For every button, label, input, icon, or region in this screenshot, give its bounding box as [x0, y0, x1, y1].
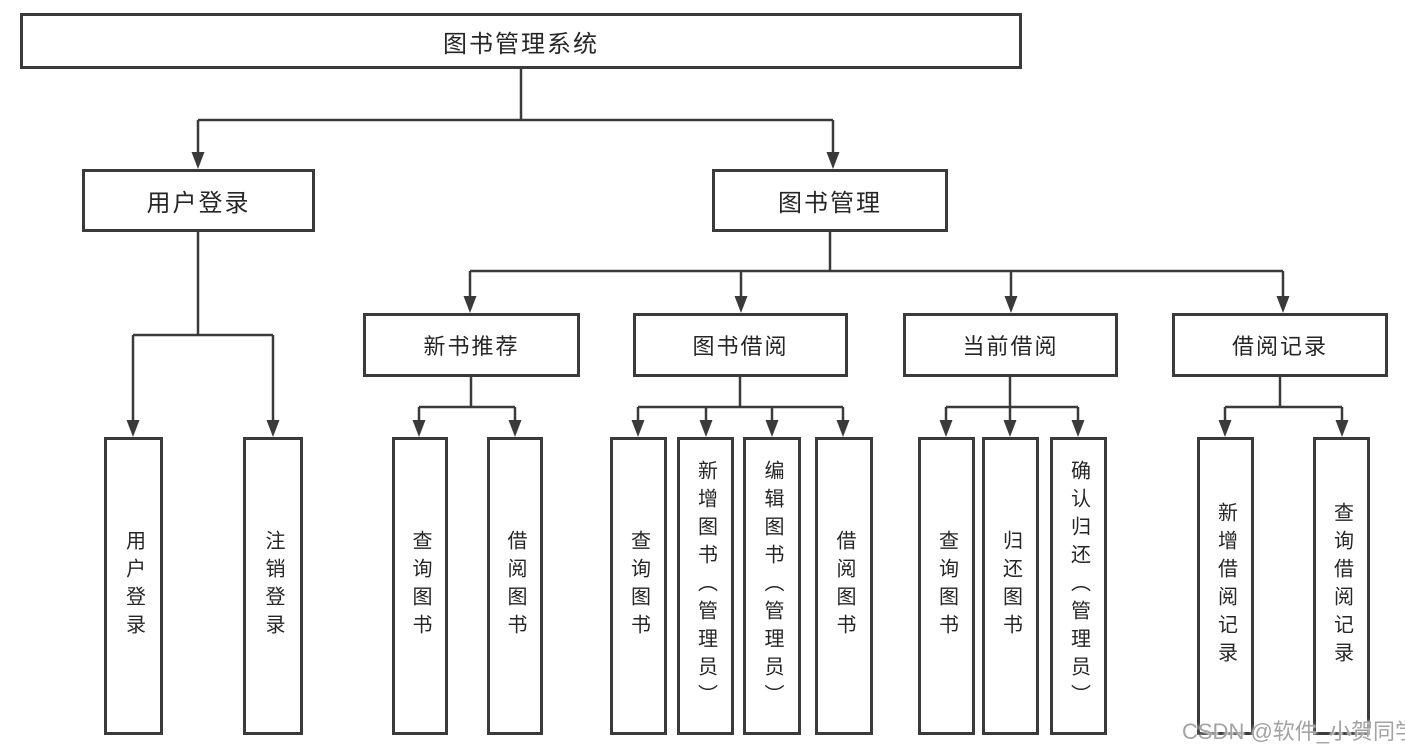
leaf-label: 借阅图书 [504, 530, 526, 642]
leaf-user-login: 用户登录 [104, 437, 163, 735]
leaf-label: 借阅图书 [833, 530, 855, 642]
leaf-logout: 注销登录 [243, 437, 303, 735]
node-user-login: 用户登录 [82, 169, 315, 232]
node-label: 用户登录 [146, 190, 251, 217]
node-new-book-recommend: 新书推荐 [363, 313, 580, 377]
node-label: 新书推荐 [423, 334, 520, 359]
node-label: 图书借阅 [692, 334, 789, 359]
leaf-borrow-query-books: 查询图书 [610, 437, 667, 735]
leaf-label: 确认归还（管理员） [1067, 460, 1090, 712]
node-borrow-records: 借阅记录 [1172, 313, 1388, 377]
leaf-records-add-record: 新增借阅记录 [1197, 437, 1254, 735]
node-label: 当前借阅 [962, 334, 1059, 359]
leaf-label: 查询借阅记录 [1330, 502, 1353, 670]
leaf-borrow-add-books-admin: 新增图书（管理员） [677, 437, 734, 735]
leaf-current-query-books: 查询图书 [918, 437, 975, 735]
leaf-borrow-edit-books-admin: 编辑图书（管理员） [743, 437, 801, 735]
leaf-records-query-record: 查询借阅记录 [1313, 437, 1370, 735]
leaf-label: 查询图书 [627, 530, 650, 642]
node-book-borrow: 图书借阅 [633, 313, 848, 377]
csdn-watermark: CSDN @软件_小贺同学 [1182, 719, 1405, 744]
leaf-current-return-books: 归还图书 [982, 437, 1039, 735]
leaf-recommend-borrow-books: 借阅图书 [487, 437, 543, 735]
leaf-label: 注销登录 [262, 530, 284, 642]
node-current-borrow: 当前借阅 [903, 313, 1118, 377]
leaf-label: 新增借阅记录 [1214, 502, 1237, 670]
leaf-label: 用户登录 [122, 530, 145, 642]
node-label: 图书管理系统 [443, 30, 599, 58]
node-book-management: 图书管理 [712, 169, 948, 232]
node-label: 借阅记录 [1231, 334, 1328, 359]
node-library-management-system: 图书管理系统 [20, 13, 1022, 69]
leaf-recommend-query-books: 查询图书 [392, 437, 448, 735]
leaf-label: 查询图书 [409, 530, 431, 642]
leaf-label: 编辑图书（管理员） [761, 460, 783, 712]
leaf-label: 新增图书（管理员） [694, 460, 717, 712]
leaf-label: 归还图书 [999, 530, 1022, 642]
leaf-current-confirm-return-admin: 确认归还（管理员） [1050, 437, 1107, 735]
node-label: 图书管理 [778, 190, 882, 217]
leaf-label: 查询图书 [935, 530, 958, 642]
leaf-borrow-borrow-books: 借阅图书 [815, 437, 873, 735]
